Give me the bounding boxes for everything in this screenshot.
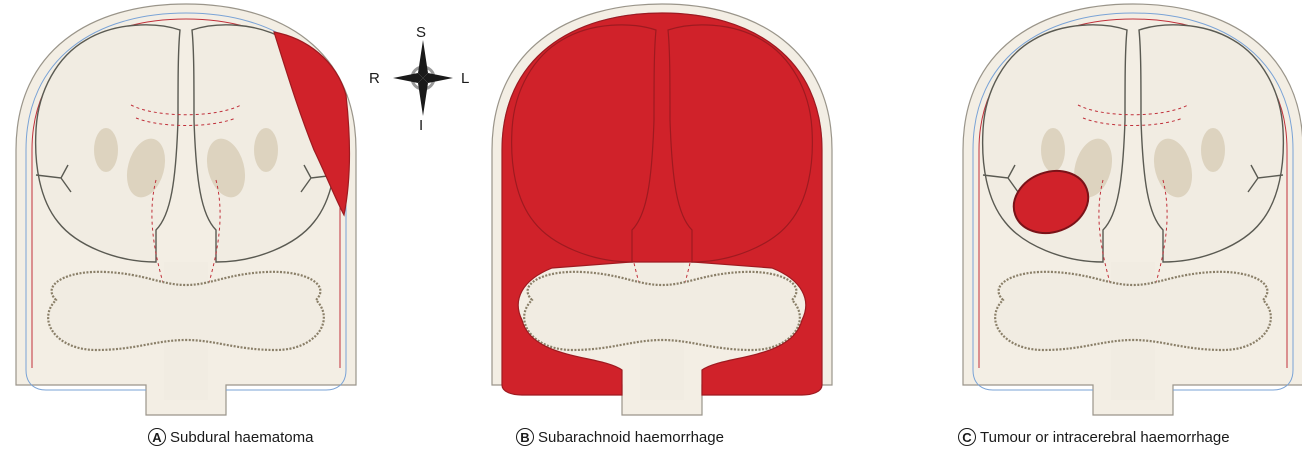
caption-c-text: Tumour or intracerebral haemorrhage xyxy=(980,429,1230,446)
panel-b-diagram xyxy=(492,4,832,415)
caption-a: A Subdural haematoma xyxy=(148,428,313,446)
panel-letter-c: C xyxy=(958,428,976,446)
panel-letter-b: B xyxy=(516,428,534,446)
compass-superior-label: S xyxy=(416,24,426,41)
compass-inferior-label: I xyxy=(419,117,423,134)
panel-c-diagram xyxy=(963,4,1302,415)
caption-b-text: Subarachnoid haemorrhage xyxy=(538,429,724,446)
panel-a-diagram xyxy=(16,4,356,415)
caption-c: C Tumour or intracerebral haemorrhage xyxy=(958,428,1230,446)
caption-b: B Subarachnoid haemorrhage xyxy=(516,428,724,446)
orientation-compass-icon xyxy=(393,40,453,116)
panel-letter-a: A xyxy=(148,428,166,446)
compass-left-label: L xyxy=(461,70,469,87)
caption-a-text: Subdural haematoma xyxy=(170,429,313,446)
compass-right-label: R xyxy=(369,70,380,87)
